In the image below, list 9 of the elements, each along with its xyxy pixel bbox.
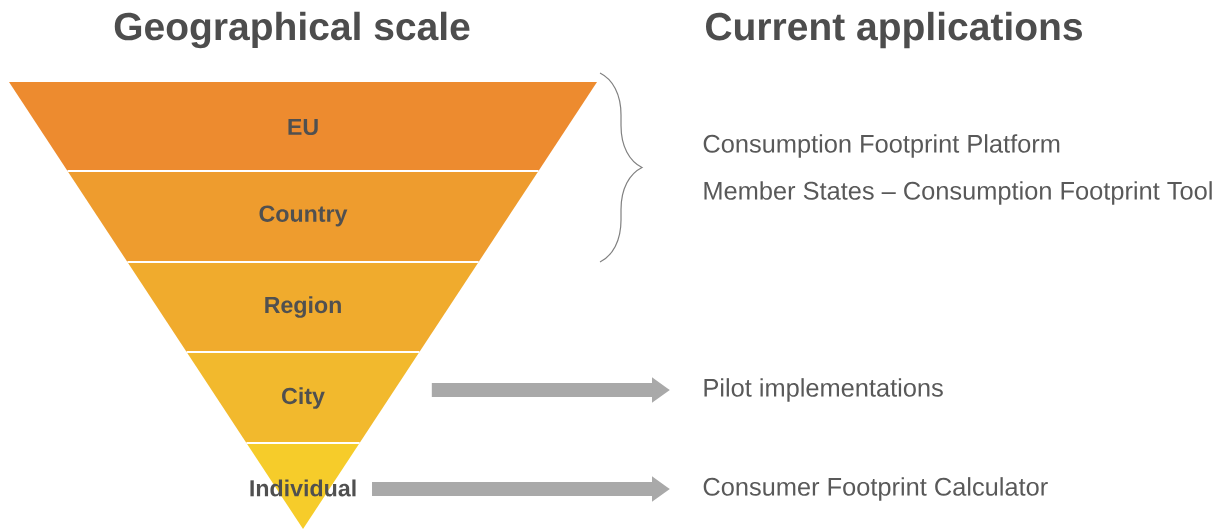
funnel-band: City [185,351,421,443]
funnel-band: Region [126,261,480,352]
application-text: Consumption Footprint Platform [703,134,1060,158]
application-text: Consumer Footprint Calculator [703,477,1048,501]
funnel-band: Country [66,170,540,262]
application-text: Pilot implementations [704,378,943,402]
column-heading: Current applications [706,11,1082,49]
funnel-band: EU [9,82,597,171]
application-text: Member States – Consumption Footprint Tool [704,181,1212,205]
